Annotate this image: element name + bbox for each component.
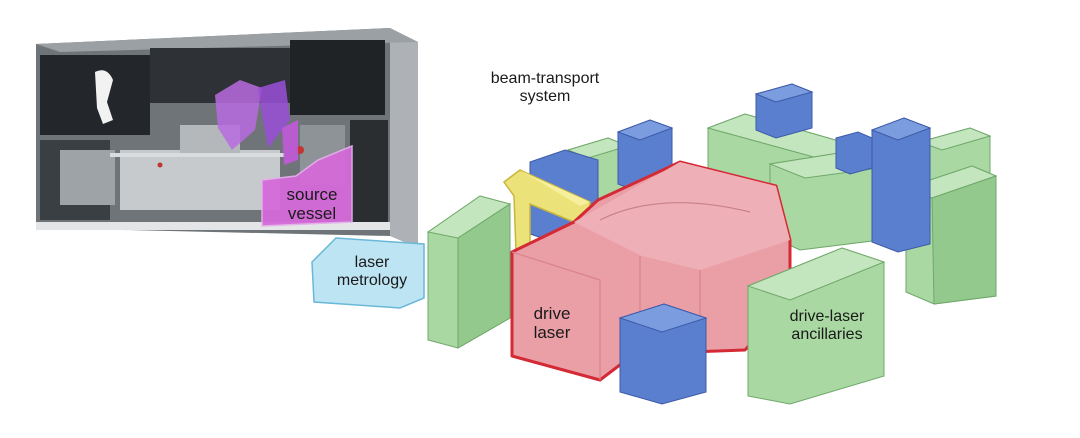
- beam-transport-label-line1: beam-transport: [490, 70, 600, 87]
- drive-laser-ancillaries-label: drive-laser ancillaries: [772, 308, 882, 343]
- source-vessel-label-line2: vessel: [287, 203, 337, 223]
- drive-laser-ancillaries-label-line2: ancillaries: [791, 325, 863, 343]
- drive-laser-label: drive laser: [522, 304, 582, 342]
- beam-transport-label: beam-transport system: [470, 70, 620, 105]
- laser-metrology-label-line1: laser: [354, 254, 390, 271]
- laser-metrology-label: laser metrology: [322, 254, 422, 289]
- front-modules: [618, 247, 886, 405]
- drive-laser-ancillaries-label-line1: drive-laser: [789, 308, 865, 325]
- drive-laser-label-line2: laser: [533, 322, 571, 342]
- source-vessel-label: source vessel: [272, 185, 352, 223]
- euv-machine-photo-icon: [36, 28, 418, 248]
- beam-transport-label-line2: system: [519, 87, 571, 105]
- drive-laser-label-line1: drive: [533, 304, 571, 323]
- source-vessel-label-line1: source: [286, 185, 338, 204]
- beam-pipe-icon: [502, 169, 591, 254]
- laser-metrology-label-line2: metrology: [336, 271, 408, 289]
- pink-source-vessel-icon: [261, 144, 353, 227]
- laser-metrology-box: [311, 237, 425, 309]
